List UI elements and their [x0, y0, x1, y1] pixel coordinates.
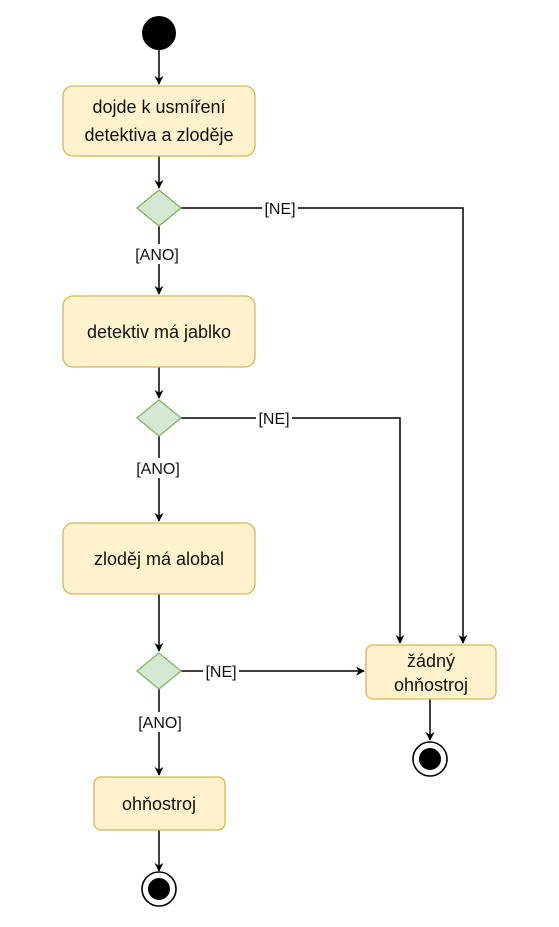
action-fireworks: ohňostroj [93, 776, 226, 831]
action-reconcile-line2: detektiva a zloděje [84, 125, 233, 145]
final-node-1 [141, 871, 177, 907]
edge-label-text: [ANO] [135, 247, 179, 264]
edge-label-text: [ANO] [138, 715, 182, 732]
initial-node [142, 16, 176, 50]
edge-label-decision2-yes: [ANO] [131, 458, 185, 478]
action-foil: zloděj má alobal [62, 522, 256, 595]
action-no-fireworks-line2: ohňostroj [394, 675, 468, 695]
action-foil-label: zloděj má alobal [94, 549, 224, 569]
edge-label-decision1-no: [NE] [262, 199, 298, 218]
decision-node-3 [135, 652, 183, 690]
edge-label-text: [NE] [258, 411, 289, 428]
decision-node-1 [135, 189, 183, 227]
action-fireworks-label: ohňostroj [122, 794, 196, 814]
edge-label-decision3-no: [NE] [203, 662, 239, 681]
edge-label-decision2-no: [NE] [256, 409, 292, 428]
edge-label-text: [NE] [264, 201, 295, 218]
final-node-2 [412, 741, 448, 777]
action-reconcile: dojde k usmíření detektiva a zloděje [62, 85, 256, 157]
edge-decision2-no [181, 417, 405, 644]
edge-label-text: [NE] [205, 664, 236, 681]
edge-label-text: [ANO] [136, 461, 180, 478]
action-reconcile-line1: dojde k usmíření [92, 97, 225, 117]
decision-node-2 [135, 399, 183, 437]
edge-label-decision3-yes: [ANO] [133, 712, 187, 732]
action-no-fireworks-line1: žádný [407, 651, 455, 671]
action-apple: detektiv má jablko [62, 295, 256, 368]
action-apple-label: detektiv má jablko [87, 322, 231, 342]
edge-label-decision1-yes: [ANO] [130, 244, 184, 264]
action-no-fireworks: žádný ohňostroj [365, 644, 497, 700]
